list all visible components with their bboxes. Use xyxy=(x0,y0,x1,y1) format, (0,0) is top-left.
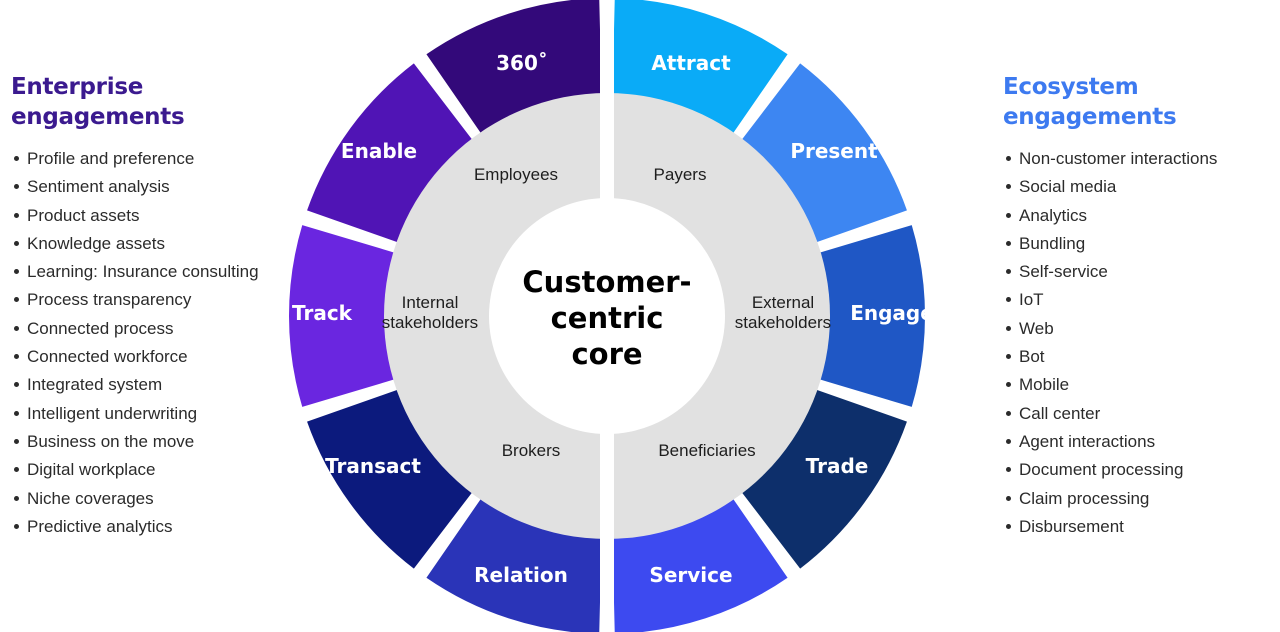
ecosystem-item: Self-service xyxy=(1003,261,1273,283)
ring-label-internal-line1: Internal xyxy=(402,293,459,312)
enterprise-panel: Enterprise engagements Profile and prefe… xyxy=(11,72,261,544)
ecosystem-item: Bundling xyxy=(1003,233,1273,255)
ring-label-external-line2: stakeholders xyxy=(735,313,831,332)
ecosystem-item: Disbursement xyxy=(1003,516,1273,538)
ecosystem-title-line2: engagements xyxy=(1003,104,1177,130)
segment-track xyxy=(289,225,395,407)
enterprise-item: Niche coverages xyxy=(11,488,261,510)
enterprise-item: Predictive analytics xyxy=(11,516,261,538)
enterprise-item: Connected process xyxy=(11,318,261,340)
segment-present xyxy=(741,63,907,243)
segment-trade xyxy=(741,389,907,569)
enterprise-item: Process transparency xyxy=(11,289,261,311)
enterprise-item: Intelligent underwriting xyxy=(11,403,261,425)
segment-360 xyxy=(426,0,602,134)
ecosystem-item: Social media xyxy=(1003,176,1273,198)
enterprise-item: Sentiment analysis xyxy=(11,176,261,198)
ecosystem-title: Ecosystem engagements xyxy=(1003,72,1273,132)
ecosystem-item: IoT xyxy=(1003,289,1273,311)
ecosystem-item: Mobile xyxy=(1003,374,1273,396)
segment-label-track: Track xyxy=(292,301,353,325)
segment-label-trade: Trade xyxy=(806,454,869,478)
core-label-line2: centric xyxy=(551,301,664,335)
ecosystem-item: Agent interactions xyxy=(1003,431,1273,453)
segment-enable xyxy=(307,63,473,243)
core-label-line1: Customer- xyxy=(522,265,691,299)
segment-label-relation: Relation xyxy=(474,563,568,587)
center-divider xyxy=(600,0,614,632)
segment-attract xyxy=(612,0,788,134)
ecosystem-item: Non-customer interactions xyxy=(1003,148,1273,170)
enterprise-item: Business on the move xyxy=(11,431,261,453)
ring-label-internal-line2: stakeholders xyxy=(382,313,478,332)
segment-label-enable: Enable xyxy=(341,139,417,163)
ring-label-external-line1: External xyxy=(752,293,814,312)
enterprise-item: Integrated system xyxy=(11,374,261,396)
ecosystem-item: Document processing xyxy=(1003,459,1273,481)
segment-label-360: 360˚ xyxy=(496,51,548,75)
enterprise-title-line1: Enterprise xyxy=(11,74,144,100)
ecosystem-panel: Ecosystem engagements Non-customer inter… xyxy=(1003,72,1273,544)
segment-label-attract: Attract xyxy=(651,51,731,75)
segment-label-service: Service xyxy=(649,563,732,587)
ring-label-payers: Payers xyxy=(654,165,707,184)
enterprise-item: Knowledge assets xyxy=(11,233,261,255)
enterprise-title-line2: engagements xyxy=(11,104,185,130)
ring-label-beneficiaries: Beneficiaries xyxy=(658,441,755,460)
ecosystem-item: Claim processing xyxy=(1003,488,1273,510)
enterprise-item: Profile and preference xyxy=(11,148,261,170)
core-label-line3: core xyxy=(571,337,642,371)
segment-service xyxy=(612,498,788,632)
enterprise-item: Connected workforce xyxy=(11,346,261,368)
ecosystem-item: Bot xyxy=(1003,346,1273,368)
segment-engage xyxy=(819,225,925,407)
ecosystem-item: Web xyxy=(1003,318,1273,340)
segment-label-engage: Engage xyxy=(850,301,934,325)
ecosystem-item: Call center xyxy=(1003,403,1273,425)
segment-transact xyxy=(307,389,473,569)
segment-relation xyxy=(426,498,602,632)
segment-label-present: Present xyxy=(790,139,878,163)
ecosystem-item: Analytics xyxy=(1003,205,1273,227)
enterprise-item: Digital workplace xyxy=(11,459,261,481)
ecosystem-title-line1: Ecosystem xyxy=(1003,74,1139,100)
enterprise-item: Learning: Insurance consulting xyxy=(11,261,261,283)
ring-label-brokers: Brokers xyxy=(502,441,561,460)
enterprise-title: Enterprise engagements xyxy=(11,72,261,132)
ring-label-employees: Employees xyxy=(474,165,558,184)
segment-group xyxy=(289,0,925,632)
segment-label-transact: Transact xyxy=(325,454,421,478)
enterprise-item: Product assets xyxy=(11,205,261,227)
